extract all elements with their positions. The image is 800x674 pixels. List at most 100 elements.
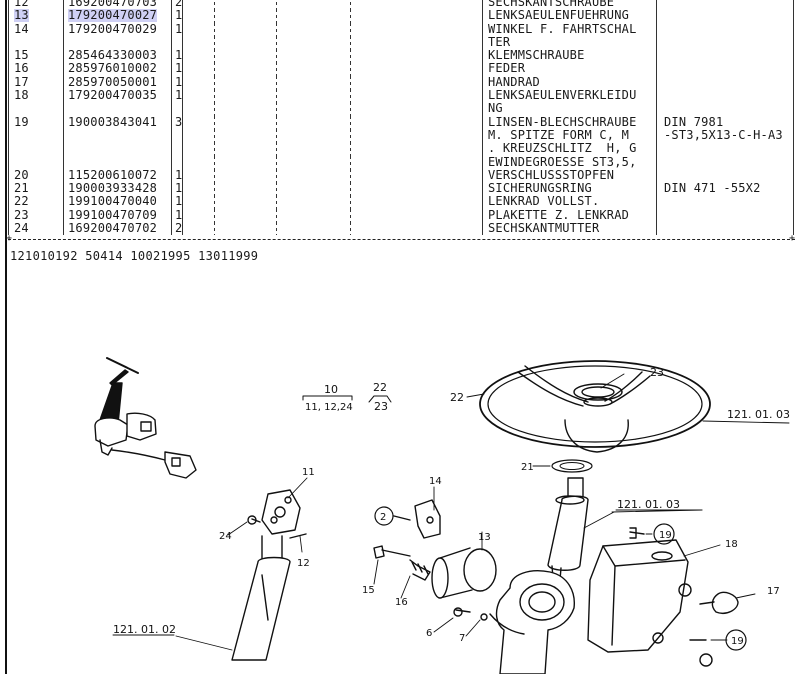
column-rule [482,0,483,10]
column-rule [482,195,483,209]
position-cell: 16 [14,61,29,76]
column-rule [482,75,483,90]
column-rule [63,115,64,129]
position-cell: 18 [14,88,29,103]
column-rule [63,195,64,209]
description-cell: VERSCHLUSSSTOPFEN [488,167,615,182]
column-rule [8,128,9,143]
part-number-cell: 179200470027 [68,8,158,23]
label-12: 12 [297,558,310,569]
column-rule [656,222,657,236]
column-rule [350,89,351,103]
column-rule [182,22,183,36]
steering-column-lower [231,489,307,661]
position-cell: 17 [14,74,29,89]
column-rule [656,49,657,63]
column-rule [171,115,172,129]
label-7: 7 [459,633,465,644]
column-rule [793,222,794,236]
position-cell: 19 [14,114,29,129]
column-rule [350,49,351,63]
part-number-cell: 115200610072 [68,167,158,182]
column-rule [656,89,657,103]
description-cell: SECHSKANTSCHRAUBE [488,0,615,9]
column-rule [350,182,351,196]
column-rule [214,142,215,156]
column-rule [182,142,183,156]
column-rule [214,75,215,90]
column-rule [182,155,183,169]
description-cell: NG [488,101,503,116]
column-rule [214,89,215,103]
column-rule [656,195,657,209]
steering-column-upper [547,477,589,581]
column-rule [182,35,183,50]
column-rule [8,89,9,103]
column-rule [793,35,794,50]
column-rule [214,62,215,76]
norm-cell: DIN 7981 [664,114,724,129]
column-rule [656,208,657,223]
column-rule [171,155,172,169]
column-rule [276,168,277,183]
column-rule [171,62,172,76]
column-rule [276,62,277,76]
column-rule [214,182,215,196]
column-rule [482,142,483,156]
column-rule [482,155,483,169]
column-rule [63,22,64,36]
column-rule [171,222,172,236]
column-rule [8,182,9,196]
column-rule [214,195,215,209]
column-rule [182,49,183,63]
label-21: 21 [521,462,534,473]
label-18: 18 [725,539,738,550]
column-rule [214,222,215,236]
column-rule [793,115,794,129]
column-rule [276,9,277,23]
column-rule [350,155,351,169]
column-rule [482,22,483,36]
column-rule [350,0,351,10]
description-cell: TER [488,34,511,49]
table-row: . KREUZSCHLITZ H, G [8,141,798,156]
column-rule [8,75,9,90]
label-17: 17 [767,586,780,597]
description-cell: . KREUZSCHLITZ H, G [488,141,637,156]
column-rule [482,62,483,76]
column-rule [350,115,351,129]
exploded-view-drawing: 10 11, 12,24 22 23 23 22 121. 01. 03 21 … [94,357,790,674]
position-cell: 13 [14,8,29,23]
column-rule [656,35,657,50]
column-rule [8,102,9,116]
table-corner-mark: + [6,233,13,244]
direction-switch-lever [94,357,197,479]
column-rule [656,182,657,196]
column-rule [350,9,351,23]
column-rule [63,35,64,50]
position-cell: 12 [14,0,29,9]
label-13: 13 [478,532,491,543]
part-number-cell: 285464330003 [68,48,158,63]
column-rule [8,142,9,156]
label-10: 10 [324,383,338,396]
quantity-cell: 3 [175,114,183,129]
column-rule [276,195,277,209]
column-rule [171,0,172,10]
column-rule [793,168,794,183]
part-number-cell: 190003843041 [68,114,158,129]
column-rule [63,89,64,103]
column-rule [182,89,183,103]
column-rule [182,0,183,10]
description-cell: PLAKETTE Z. LENKRAD [488,207,630,222]
column-rule [793,182,794,196]
column-rule [276,208,277,223]
quantity-cell: 1 [175,48,183,63]
column-rule [63,49,64,63]
column-rule [482,102,483,116]
